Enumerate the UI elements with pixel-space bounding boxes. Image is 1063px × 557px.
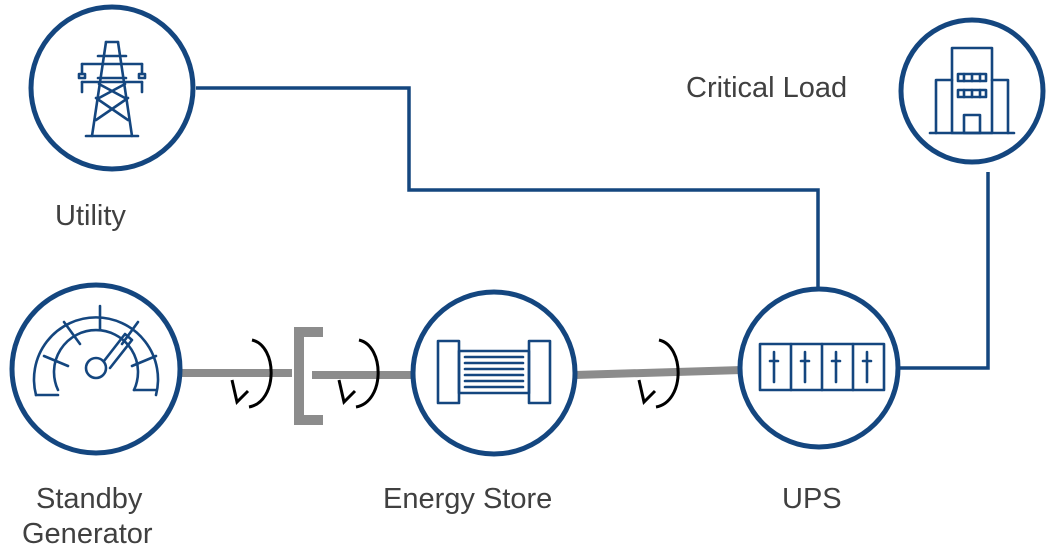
utility-to-ups-wire <box>196 86 820 288</box>
ups-node <box>737 286 901 450</box>
flywheel-icon <box>436 339 552 405</box>
standby-generator-node <box>9 282 183 456</box>
transmission-tower-icon <box>77 40 147 138</box>
critical-load-label: Critical Load <box>686 72 848 104</box>
building-icon <box>928 46 1016 135</box>
energy-store-shaft-right <box>574 366 743 379</box>
rotation-arrow-2 <box>337 338 380 409</box>
energy-store-label: Energy Store <box>383 483 553 515</box>
clutch-bracket <box>294 327 323 425</box>
ups-label: UPS <box>782 483 842 515</box>
rotation-arrow-1 <box>230 338 273 409</box>
rotation-arrow-3 <box>637 338 680 409</box>
standby-label: Standby <box>36 483 143 515</box>
energy-store-node <box>410 289 578 457</box>
utility-label: Utility <box>55 200 126 232</box>
utility-node <box>28 4 196 172</box>
battery-cabinet-icon <box>758 342 886 392</box>
gauge-icon <box>32 304 160 397</box>
generator-label: Generator <box>22 518 153 550</box>
ups-to-load-wire <box>898 172 990 370</box>
critical-load-node <box>898 17 1046 165</box>
